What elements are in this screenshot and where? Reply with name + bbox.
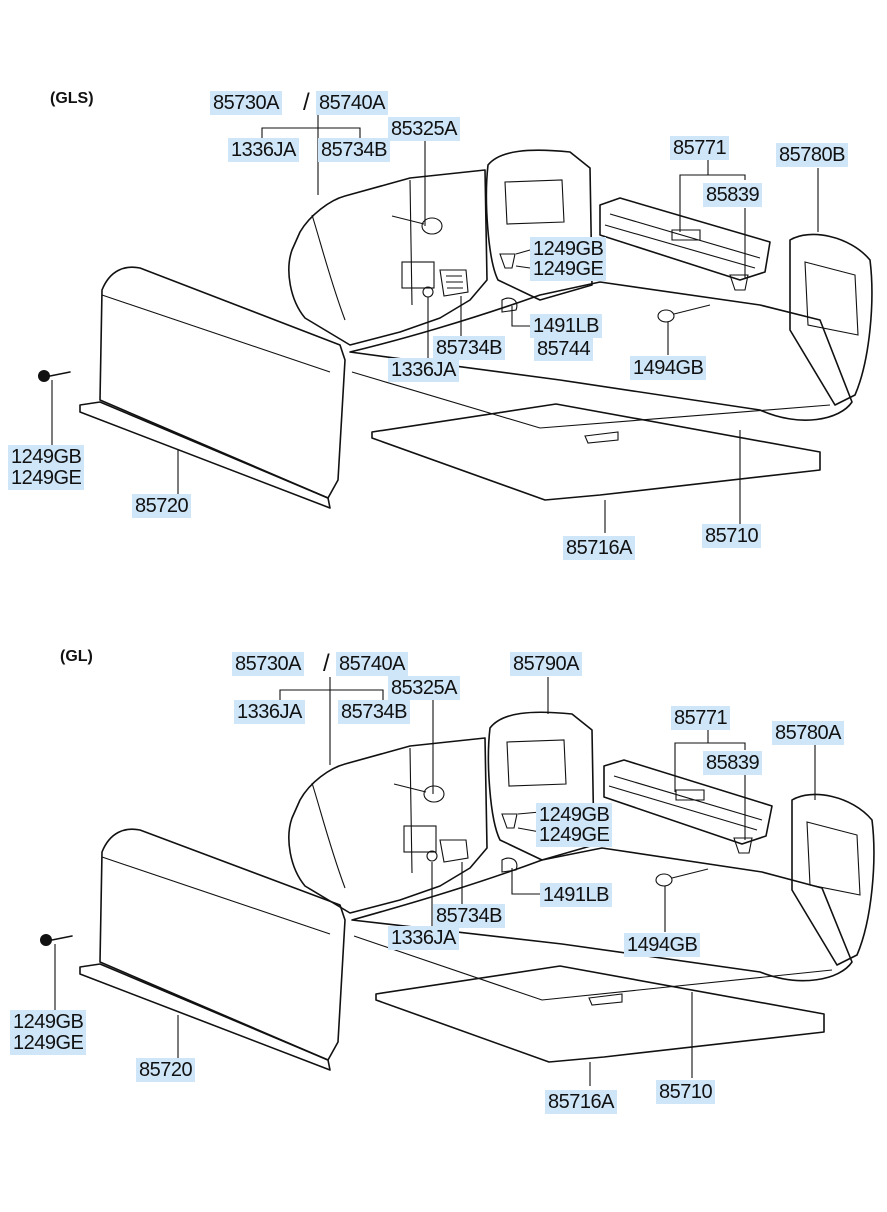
part-1249GE: 1249GE (530, 257, 607, 281)
part-85730A: 85730A (232, 652, 304, 676)
part-85780B: 85780B (776, 143, 848, 167)
part-85771: 85771 (671, 706, 731, 730)
gls-rear-trim (485, 149, 593, 301)
part-1494GB: 1494GB (624, 933, 701, 957)
part-1491LB: 1491LB (540, 883, 612, 907)
part-85839: 85839 (703, 751, 763, 775)
gl-front-board (99, 828, 346, 1061)
part-85790A: 85790A (510, 652, 582, 676)
slash-divider: / (323, 650, 330, 677)
gl-floor-mat (351, 847, 853, 982)
part-1494GB: 1494GB (630, 356, 707, 380)
gl-assembly (40, 677, 875, 1086)
part-1336JA-lower: 1336JA (388, 358, 459, 382)
gl-left-side-trim (288, 737, 488, 914)
part-1336JA: 1336JA (228, 138, 299, 162)
part-85325A: 85325A (388, 676, 460, 700)
part-85744: 85744 (534, 337, 594, 361)
part-1249GB-left: 1249GB (8, 445, 85, 469)
gl-rear-rail (603, 759, 773, 845)
part-85734B-lower: 85734B (433, 336, 505, 360)
part-85720: 85720 (132, 494, 192, 518)
part-85734B: 85734B (338, 700, 410, 724)
gls-floor-mat (349, 281, 853, 421)
part-1249GE: 1249GE (536, 823, 613, 847)
gls-cargo-panel (371, 403, 821, 501)
part-85730A: 85730A (210, 91, 282, 115)
part-1249GE-left: 1249GE (8, 466, 85, 490)
part-1249GB-left: 1249GB (10, 1010, 87, 1034)
gls-rear-rail (599, 197, 771, 281)
part-85780A: 85780A (772, 721, 844, 745)
section-label-gls: (GLS) (50, 90, 94, 107)
part-85740A: 85740A (336, 652, 408, 676)
slash-divider: / (303, 89, 310, 116)
gl-right-side-trim (791, 793, 875, 966)
part-85734B-lower: 85734B (433, 904, 505, 928)
gls-left-side-trim (288, 169, 488, 346)
part-85839: 85839 (703, 183, 763, 207)
part-1249GE-left: 1249GE (10, 1031, 87, 1055)
part-85710: 85710 (656, 1080, 716, 1104)
part-85720: 85720 (136, 1058, 196, 1082)
part-85771: 85771 (670, 136, 730, 160)
part-1336JA-lower: 1336JA (388, 926, 459, 950)
part-85710: 85710 (702, 524, 762, 548)
part-85716A: 85716A (545, 1090, 617, 1114)
gls-assembly (38, 115, 873, 533)
part-85325A: 85325A (388, 117, 460, 141)
gl-rear-trim (487, 711, 595, 861)
gls-right-side-trim (789, 233, 873, 406)
part-1336JA: 1336JA (234, 700, 305, 724)
part-85716A: 85716A (563, 536, 635, 560)
part-85734B: 85734B (318, 138, 390, 162)
gl-cargo-panel (375, 965, 825, 1063)
part-1491LB: 1491LB (530, 314, 602, 338)
section-label-gl: (GL) (60, 648, 93, 665)
gls-front-board (99, 266, 346, 499)
part-85740A: 85740A (316, 91, 388, 115)
